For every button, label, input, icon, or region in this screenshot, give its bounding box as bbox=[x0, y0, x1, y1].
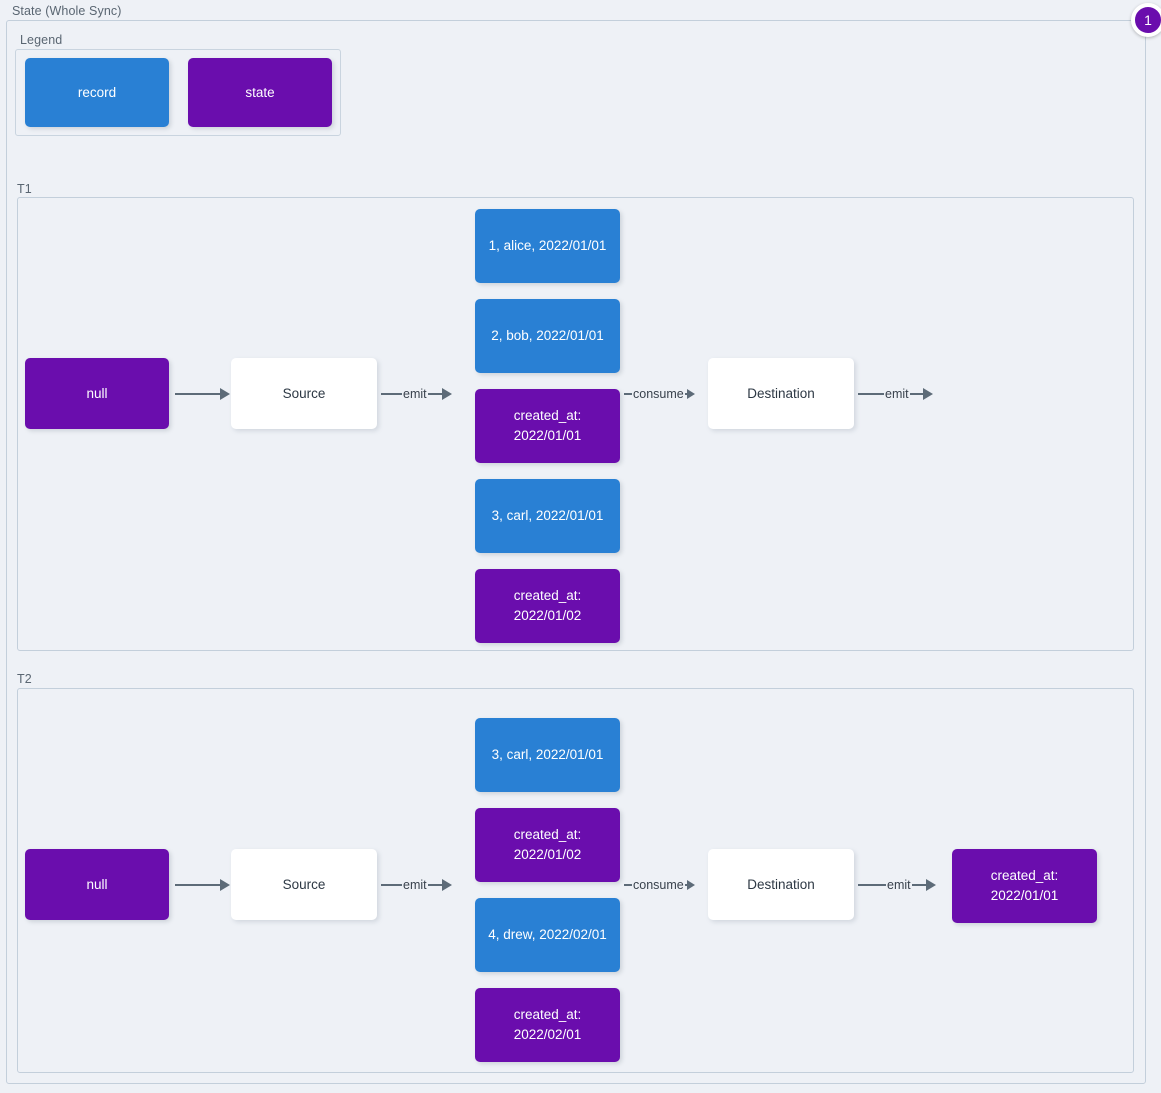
t2-stream-item-1-label: created_at: 2022/01/02 bbox=[513, 827, 582, 862]
t1-stream-item-3: 3, carl, 2022/01/01 bbox=[475, 479, 620, 553]
t2-stream-item-0: 3, carl, 2022/01/01 bbox=[475, 718, 620, 792]
t2-input-state-label: null bbox=[86, 876, 108, 892]
t1-stream-item-4-label: created_at: 2022/01/02 bbox=[513, 588, 582, 623]
t1-source-label: Source bbox=[282, 385, 326, 401]
t2-stream-item-0-label: 3, carl, 2022/01/01 bbox=[491, 747, 604, 763]
t2-stream-item-2-label: 4, drew, 2022/02/01 bbox=[488, 927, 607, 943]
legend-label-record: record bbox=[77, 84, 117, 100]
t2-destination-node: Destination bbox=[708, 849, 854, 920]
t1-stream-item-1: 2, bob, 2022/01/01 bbox=[475, 299, 620, 373]
section-label-t1: T1 bbox=[17, 182, 32, 196]
t1-stream-item-0-label: 1, alice, 2022/01/01 bbox=[488, 238, 607, 254]
t2-input-state: null bbox=[25, 849, 169, 920]
t1-stream-item-2: created_at: 2022/01/01 bbox=[475, 389, 620, 463]
t1-stream-item-2-label: created_at: 2022/01/01 bbox=[513, 408, 582, 443]
t1-stream-item-4: created_at: 2022/01/02 bbox=[475, 569, 620, 643]
t1-input-state: null bbox=[25, 358, 169, 429]
t1-source-node: Source bbox=[231, 358, 377, 429]
t1-stream-item-3-label: 3, carl, 2022/01/01 bbox=[491, 508, 604, 524]
section-label-t2: T2 bbox=[17, 672, 32, 686]
status-badge[interactable]: 1 bbox=[1131, 3, 1161, 37]
legend-label-state: state bbox=[245, 84, 275, 100]
t2-stream-item-3: created_at: 2022/02/01 bbox=[475, 988, 620, 1062]
t2-source-node: Source bbox=[231, 849, 377, 920]
t2-source-label: Source bbox=[282, 876, 326, 892]
t2-stream-item-3-label: created_at: 2022/02/01 bbox=[513, 1007, 582, 1042]
t2-destination-label: Destination bbox=[747, 876, 815, 892]
status-badge-count: 1 bbox=[1144, 12, 1152, 28]
legend-title: Legend bbox=[20, 33, 63, 47]
t1-input-state-label: null bbox=[86, 385, 108, 401]
t2-output-state: created_at: 2022/01/01 bbox=[952, 849, 1097, 923]
legend-swatch-record: record bbox=[25, 58, 169, 127]
t1-stream-item-1-label: 2, bob, 2022/01/01 bbox=[491, 328, 604, 344]
t2-stream-item-1: created_at: 2022/01/02 bbox=[475, 808, 620, 882]
t2-output-state-label: created_at: 2022/01/01 bbox=[990, 868, 1059, 903]
t1-stream-item-0: 1, alice, 2022/01/01 bbox=[475, 209, 620, 283]
t2-stream-item-2: 4, drew, 2022/02/01 bbox=[475, 898, 620, 972]
t1-destination-node: Destination bbox=[708, 358, 854, 429]
legend-swatch-state: state bbox=[188, 58, 332, 127]
t1-destination-label: Destination bbox=[747, 385, 815, 401]
diagram-title: State (Whole Sync) bbox=[12, 4, 122, 18]
